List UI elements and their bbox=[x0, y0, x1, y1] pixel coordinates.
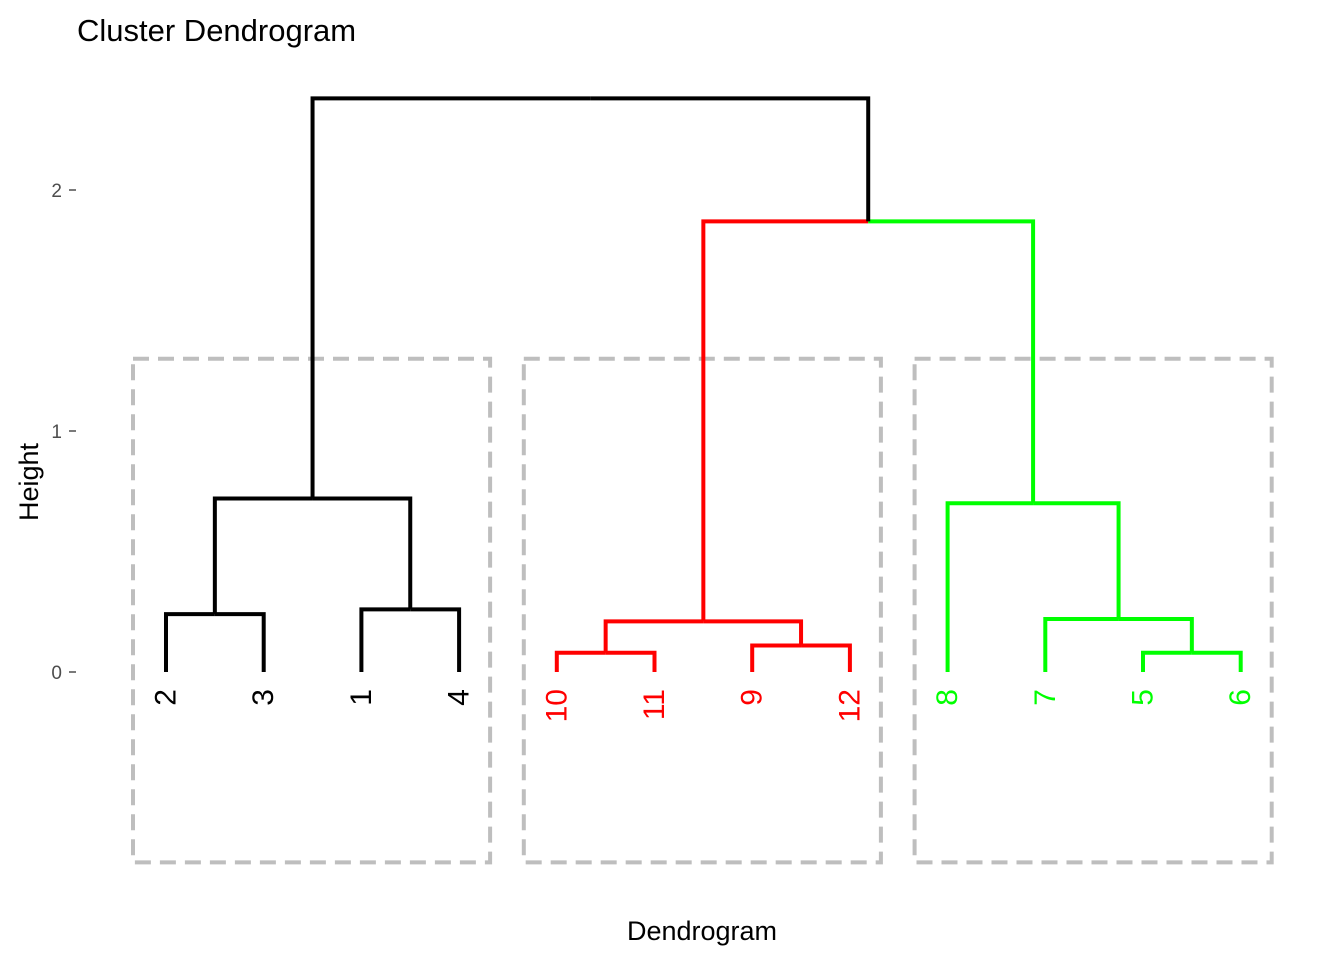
branch-10-11-9-12-merge-10 bbox=[701, 219, 869, 622]
branch-9-merge-5 bbox=[750, 643, 802, 672]
branch-3-merge-1 bbox=[214, 612, 266, 672]
cluster-rect-3 bbox=[912, 356, 1274, 865]
y-tick-label-2: 2 bbox=[51, 181, 62, 202]
y-tick-label-0: 0 bbox=[51, 663, 62, 684]
leaf-label-10: 10 bbox=[540, 689, 573, 722]
chart-title: Cluster Dendrogram bbox=[77, 13, 356, 48]
x-axis-title: Dendrogram bbox=[627, 916, 777, 946]
branch-8-merge-9 bbox=[945, 501, 1034, 672]
y-tick-label-1: 1 bbox=[51, 422, 62, 443]
leaf-label-9: 9 bbox=[736, 689, 769, 706]
branch-2-3-1-4-merge-11 bbox=[310, 96, 591, 499]
branch-2-merge-1 bbox=[164, 612, 215, 672]
y-axis: 0 1 2 bbox=[51, 181, 76, 684]
leaf-labels: 2 3 1 4 10 11 9 12 8 7 5 6 bbox=[150, 689, 1258, 722]
leaf-label-4: 4 bbox=[443, 689, 476, 706]
branch-5-6-merge-8 bbox=[1118, 616, 1194, 653]
branch-10-merge-4 bbox=[554, 650, 606, 672]
branch-8-7-5-6-merge-10 bbox=[868, 219, 1036, 504]
branch-9-12-merge-6 bbox=[703, 619, 804, 646]
leaf-label-2: 2 bbox=[150, 689, 183, 706]
branch-10-11-9-12-8-7-5-6-merge-11 bbox=[590, 96, 871, 222]
branch-1-4-merge-3 bbox=[312, 496, 413, 610]
leaf-label-3: 3 bbox=[247, 689, 280, 706]
branch-10-11-merge-6 bbox=[603, 619, 704, 653]
branch-6-merge-7 bbox=[1191, 650, 1243, 672]
branch-11-merge-4 bbox=[605, 650, 657, 672]
dendrogram-tree bbox=[164, 96, 1243, 672]
leaf-label-8: 8 bbox=[931, 689, 964, 706]
branch-7-merge-8 bbox=[1043, 616, 1119, 672]
leaf-label-12: 12 bbox=[833, 689, 866, 722]
branch-12-merge-5 bbox=[801, 643, 852, 672]
branch-5-merge-7 bbox=[1141, 650, 1192, 672]
branch-1-merge-2 bbox=[359, 607, 411, 672]
leaf-label-7: 7 bbox=[1029, 689, 1062, 706]
leaf-label-6: 6 bbox=[1224, 689, 1257, 706]
branch-2-3-merge-3 bbox=[212, 496, 313, 615]
leaf-label-1: 1 bbox=[345, 689, 378, 706]
y-axis-title: Height bbox=[14, 442, 44, 521]
leaf-label-5: 5 bbox=[1127, 689, 1160, 706]
branch-7-5-6-merge-9 bbox=[1033, 501, 1121, 619]
branch-4-merge-2 bbox=[410, 607, 462, 672]
leaf-label-11: 11 bbox=[638, 689, 671, 720]
